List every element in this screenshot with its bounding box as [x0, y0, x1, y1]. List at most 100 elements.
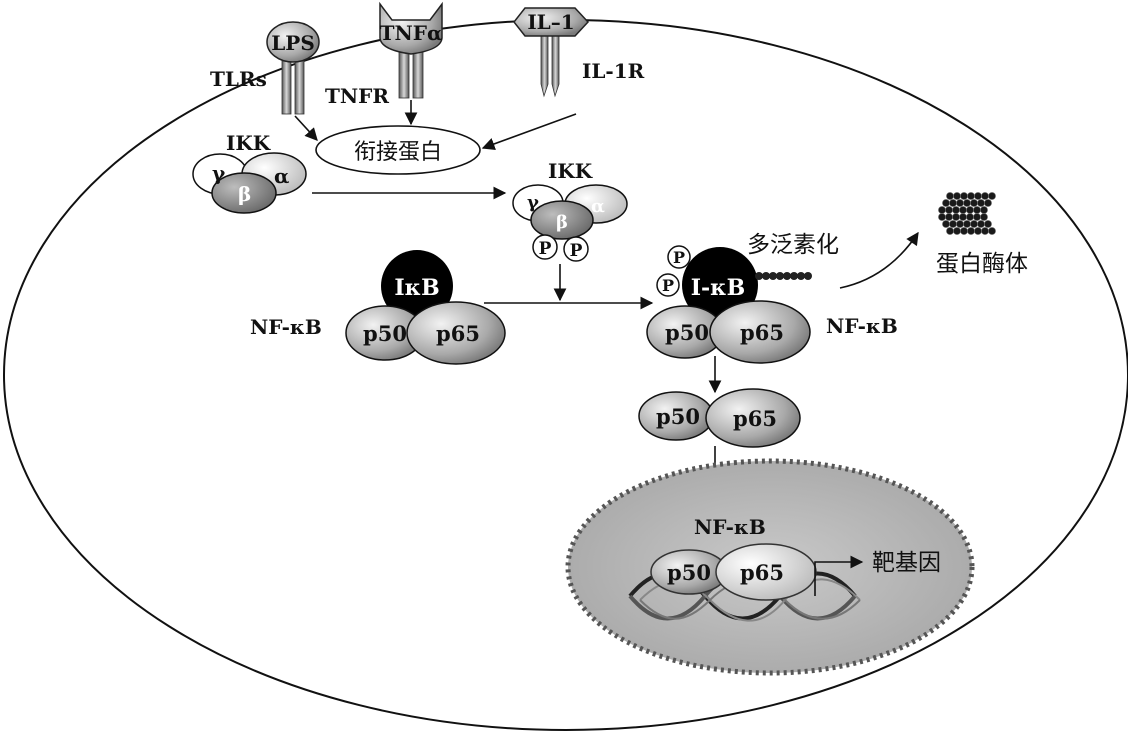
- lps-label: LPS: [271, 31, 315, 55]
- ikk-right-gamma: γ: [527, 192, 539, 213]
- proteasome-subunit: [953, 192, 961, 200]
- ikb-nfkb-complex-right: I-κB P P p50 p65: [646, 245, 812, 364]
- p50-left-label: p50: [363, 321, 407, 346]
- proteasome-subunit: [977, 199, 985, 207]
- proteasome-icon: [938, 192, 996, 235]
- proteasome-subunit: [959, 213, 967, 221]
- cell-membrane: [3, 19, 1128, 731]
- nfkb-left-label: NF-κB: [250, 315, 322, 339]
- proteasome-subunit: [945, 213, 953, 221]
- ubiquitination-label: 多泛素化: [747, 232, 839, 258]
- nucleus-nfkb-label: NF-κB: [694, 515, 766, 539]
- adapter-protein: [315, 125, 481, 175]
- proteasome-subunit: [946, 227, 954, 235]
- proteasome-subunit: [974, 227, 982, 235]
- proteasome-subunit: [966, 213, 974, 221]
- p50-nucleus-label: p50: [667, 560, 711, 585]
- free-nfkb-dimer: p50 p65: [638, 388, 801, 448]
- proteasome-subunit: [966, 206, 974, 214]
- ikk-left-label: IKK: [226, 131, 271, 155]
- p65-right-label: p65: [740, 320, 784, 345]
- target-gene-label: 靶基因: [872, 550, 941, 576]
- proteasome-subunit: [984, 220, 992, 228]
- proteasome-subunit: [946, 192, 954, 200]
- arrow-to-proteasome: [839, 231, 919, 289]
- phospho-circle-2: [563, 236, 589, 262]
- proteasome-subunit: [949, 220, 957, 228]
- adapter-label: 衔接蛋白: [354, 140, 442, 165]
- phospho-circle-1: [532, 234, 558, 260]
- ikk-left-alpha: α: [274, 164, 289, 188]
- proteasome-subunit: [970, 199, 978, 207]
- tlr-receptor: LPS: [266, 21, 320, 115]
- ikb-left-label: IκB: [394, 275, 439, 301]
- il1r-receptor: IL–1: [513, 7, 590, 98]
- proteasome-subunit: [973, 213, 981, 221]
- proteasome-subunit: [973, 206, 981, 214]
- proteasome-label: 蛋白酶体: [936, 251, 1028, 277]
- arrow-target-gene: [814, 555, 864, 596]
- ikk-left-gamma: γ: [212, 161, 226, 185]
- proteasome-subunit: [956, 199, 964, 207]
- proteasome-subunit: [945, 206, 953, 214]
- proteasome-subunit: [956, 220, 964, 228]
- proteasome-subunit: [984, 199, 992, 207]
- ikk-right-alpha: α: [591, 196, 605, 217]
- ikb-right-p1: P: [673, 248, 685, 267]
- ikb-left: [381, 250, 453, 322]
- ikb-nfkb-complex-left: IκB p50 p65: [345, 250, 506, 365]
- nfkb-bound-dna: p50 p65: [650, 543, 817, 601]
- il1-label: IL–1: [527, 10, 574, 34]
- tnfr-label: TNFR: [325, 84, 389, 108]
- ubiquitin-chain: [755, 272, 812, 280]
- ikb-phospho-2: [656, 273, 680, 297]
- proteasome-subunit: [970, 220, 978, 228]
- p65-free-label: p65: [733, 406, 777, 431]
- proteasome-subunit: [960, 227, 968, 235]
- proteasome-subunit: [938, 213, 946, 221]
- arrow-il1r-adapter: [481, 113, 577, 151]
- ikk-right-beta: β: [556, 212, 568, 233]
- proteasome-subunit: [942, 220, 950, 228]
- proteasome-subunit: [980, 206, 988, 214]
- tnfa-ligand: [379, 1, 443, 55]
- proteasome-subunit: [981, 227, 989, 235]
- proteasome-subunit: [942, 199, 950, 207]
- il1-ligand: [513, 7, 590, 37]
- proteasome-subunit: [977, 220, 985, 228]
- proteasome-subunit: [960, 192, 968, 200]
- proteasome-subunit: [988, 227, 996, 235]
- nfkb-right-label: NF-κB: [826, 314, 898, 338]
- proteasome-subunit: [980, 213, 988, 221]
- proteasome-subunit: [952, 206, 960, 214]
- ikk-right-label: IKK: [548, 159, 593, 183]
- p65-nucleus-label: p65: [740, 560, 784, 585]
- proteasome-subunit: [974, 192, 982, 200]
- proteasome-subunit: [967, 227, 975, 235]
- proteasome-subunit: [963, 199, 971, 207]
- tnfa-label: TNFα: [380, 21, 443, 45]
- proteasome-subunit: [949, 199, 957, 207]
- proteasome-subunit: [938, 206, 946, 214]
- proteasome-subunit: [963, 220, 971, 228]
- p65-left-label: p65: [436, 321, 480, 346]
- ikk-left-beta: β: [238, 182, 251, 206]
- proteasome-subunit: [959, 206, 967, 214]
- ikk-right-complex: γ α β P P: [512, 184, 628, 262]
- proteasome-subunit: [988, 192, 996, 200]
- ikb-right-label: I-κB: [691, 275, 746, 301]
- p50-right-label: p50: [665, 320, 709, 345]
- proteasome-subunit: [952, 213, 960, 221]
- ikk-right-p2: P: [570, 241, 583, 261]
- ikk-left-complex: γ α β: [192, 152, 307, 214]
- proteasome-subunit: [981, 192, 989, 200]
- il1r-label: IL-1R: [582, 59, 645, 83]
- lps-ligand: [266, 21, 320, 63]
- arrow-tlr-adapter: [294, 115, 318, 141]
- p50-free-label: p50: [656, 404, 700, 429]
- tnfr-receptor: TNFα: [379, 1, 443, 99]
- proteasome-subunit: [953, 227, 961, 235]
- ikb-phospho-1: [667, 245, 691, 269]
- proteasome-subunit: [967, 192, 975, 200]
